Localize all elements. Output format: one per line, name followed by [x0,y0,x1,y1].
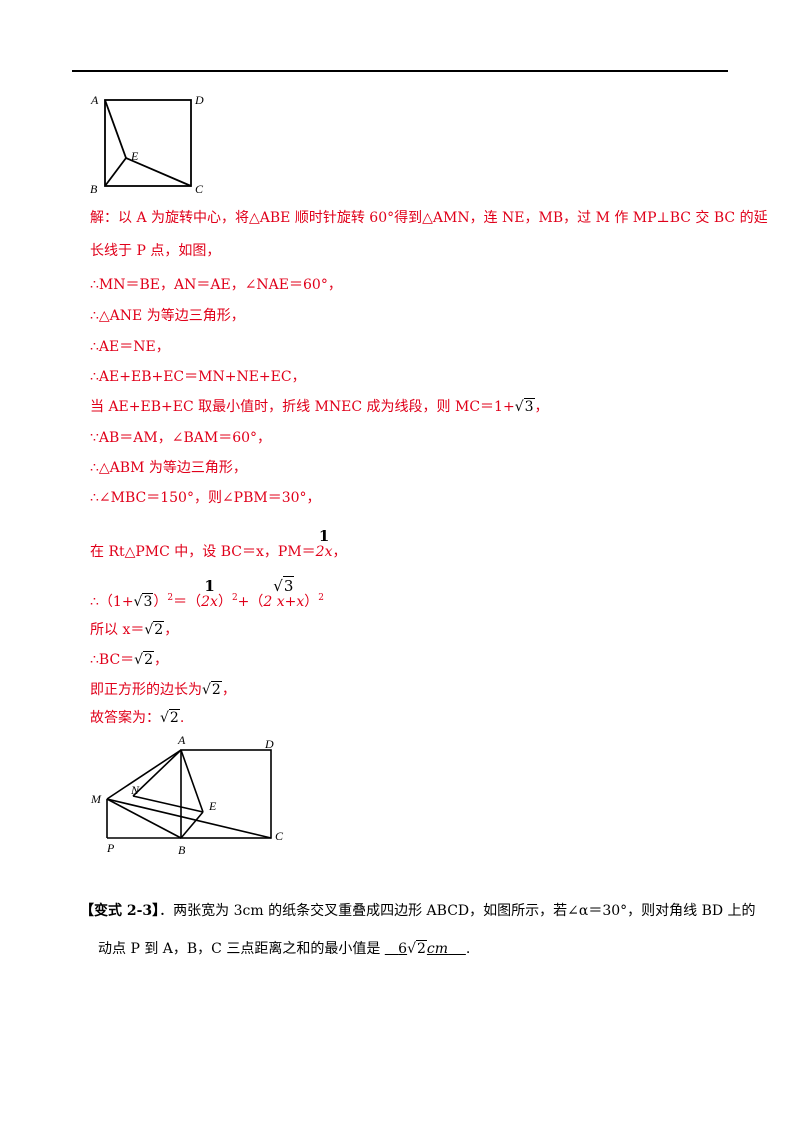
solution-line-13: 所以 x＝√2， [90,621,179,638]
solution-line-3: ∴MN＝BE，AN＝AE，∠NAE＝60°， [90,277,342,293]
figure-square-abcd: A D E B C [90,93,204,196]
solution-line-4: ∴△ANE 为等边三角形， [90,308,245,324]
solution-line-15: 即正方形的边长为√2， [90,681,236,698]
solution-line-1: 解：以 A 为旋转中心，将△ABE 顺时针旋转 60°得到△AMN，连 NE，M… [90,210,768,226]
sqrt-3: √3 [514,398,535,415]
sqrt-2: √2 [144,621,165,638]
variant-line-1: 【变式 2-3】．两张宽为 3cm 的纸条交叉重叠成四边形 ABCD，如图所示，… [80,903,756,919]
label-c: C [195,182,204,196]
solution-line-2: 长线于 P 点，如图， [90,243,221,259]
variant-line-2: 动点 P 到 A，B，C 三点距离之和的最小值是 6√2cm . [98,938,470,960]
solution-line-9: ∴△ABM 为等边三角形， [90,460,247,476]
solution-line-8: ∵AB＝AM，∠BAM＝60°， [90,430,272,446]
label-a: A [90,93,99,107]
label-e: E [130,149,139,163]
label-b: B [90,182,98,196]
label-d: D [264,737,274,751]
answer-blank: 6√2cm [385,940,466,957]
sqrt-2: √2 [202,681,222,698]
solution-line-10: ∴∠MBC＝150°，则∠PBM＝30°， [90,490,321,506]
variant-tag: 【变式 2-3】 [80,903,160,919]
figure-rotation-construction: A D M N E C P B [90,733,284,857]
solution-line-14: ∴BC＝√2， [90,651,169,668]
label-e: E [208,799,217,813]
label-p: P [106,841,115,855]
label-m: M [90,792,102,806]
sqrt-2: √2 [407,940,427,957]
header-rule [72,70,728,72]
label-n: N [130,783,140,797]
sqrt-2: √2 [134,651,155,668]
solution-line-5: ∴AE＝NE， [90,339,170,355]
solution-line-6: ∴AE+EB+EC＝MN+NE+EC， [90,369,306,385]
label-d: D [194,93,204,107]
solution-line-16: 故答案为：√2. [90,709,185,726]
label-a: A [177,733,186,747]
label-b: B [178,843,186,857]
sqrt-2: √2 [160,709,180,726]
label-c: C [275,829,284,843]
sqrt-3: √3 [133,593,154,610]
solution-line-7: 当 AE+EB+EC 取最小值时，折线 MNEC 成为线段，则 MC＝1+√3， [90,398,549,415]
